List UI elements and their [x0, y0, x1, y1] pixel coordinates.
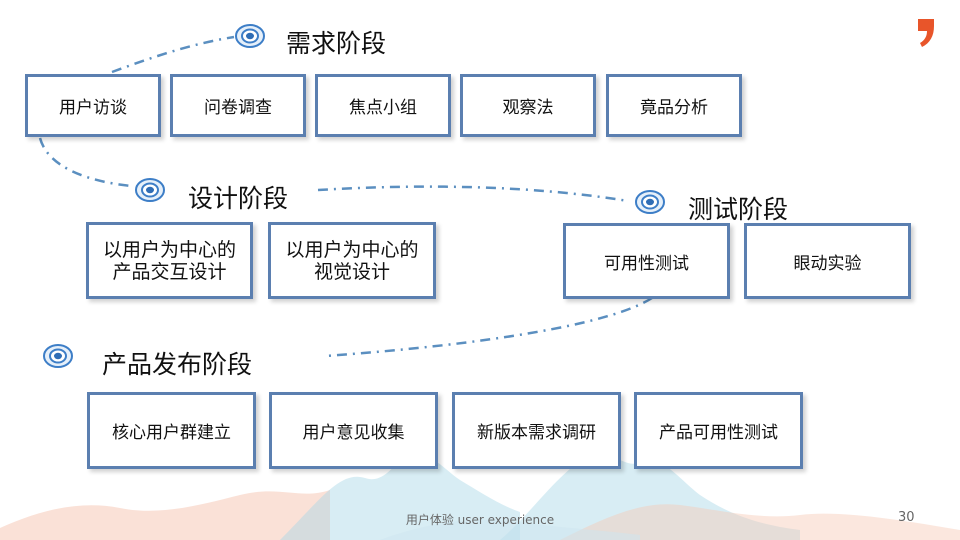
item-box: 新版本需求调研: [452, 392, 621, 469]
target-icon: [235, 24, 265, 48]
connectors: [38, 35, 653, 358]
item-box: 可用性测试: [563, 223, 730, 299]
target-icon: [43, 344, 73, 368]
brand-logo-icon: [918, 19, 934, 47]
connector-to-design: [38, 137, 133, 188]
stage-title-demand: 需求阶段: [286, 29, 387, 58]
stage-title-release: 产品发布阶段: [102, 350, 253, 379]
item-box: 用户访谈: [25, 74, 161, 137]
target-icon: [635, 190, 665, 214]
item-box: 焦点小组: [315, 74, 451, 137]
item-box: 用户意见收集: [269, 392, 438, 469]
item-box: 以用户为中心的产品交互设计: [86, 222, 253, 299]
item-box: 产品可用性测试: [634, 392, 803, 469]
target-icon: [135, 178, 165, 202]
item-box: 核心用户群建立: [87, 392, 256, 469]
mountain-decoration: [0, 453, 960, 540]
item-box: 观察法: [460, 74, 596, 137]
item-box: 眼动实验: [744, 223, 911, 299]
connector-demand-to-box: [111, 35, 235, 74]
page-number: 30: [898, 510, 915, 525]
stage-title-design: 设计阶段: [188, 184, 289, 213]
stage-title-test: 测试阶段: [688, 195, 789, 224]
connector-design-to-test: [317, 185, 629, 203]
item-box: 以用户为中心的视觉设计: [268, 222, 436, 299]
item-box: 问卷调查: [170, 74, 306, 137]
item-box: 竟品分析: [606, 74, 742, 137]
connector-test-to-release: [324, 296, 653, 358]
footer-text: 用户体验 user experience: [405, 513, 555, 527]
